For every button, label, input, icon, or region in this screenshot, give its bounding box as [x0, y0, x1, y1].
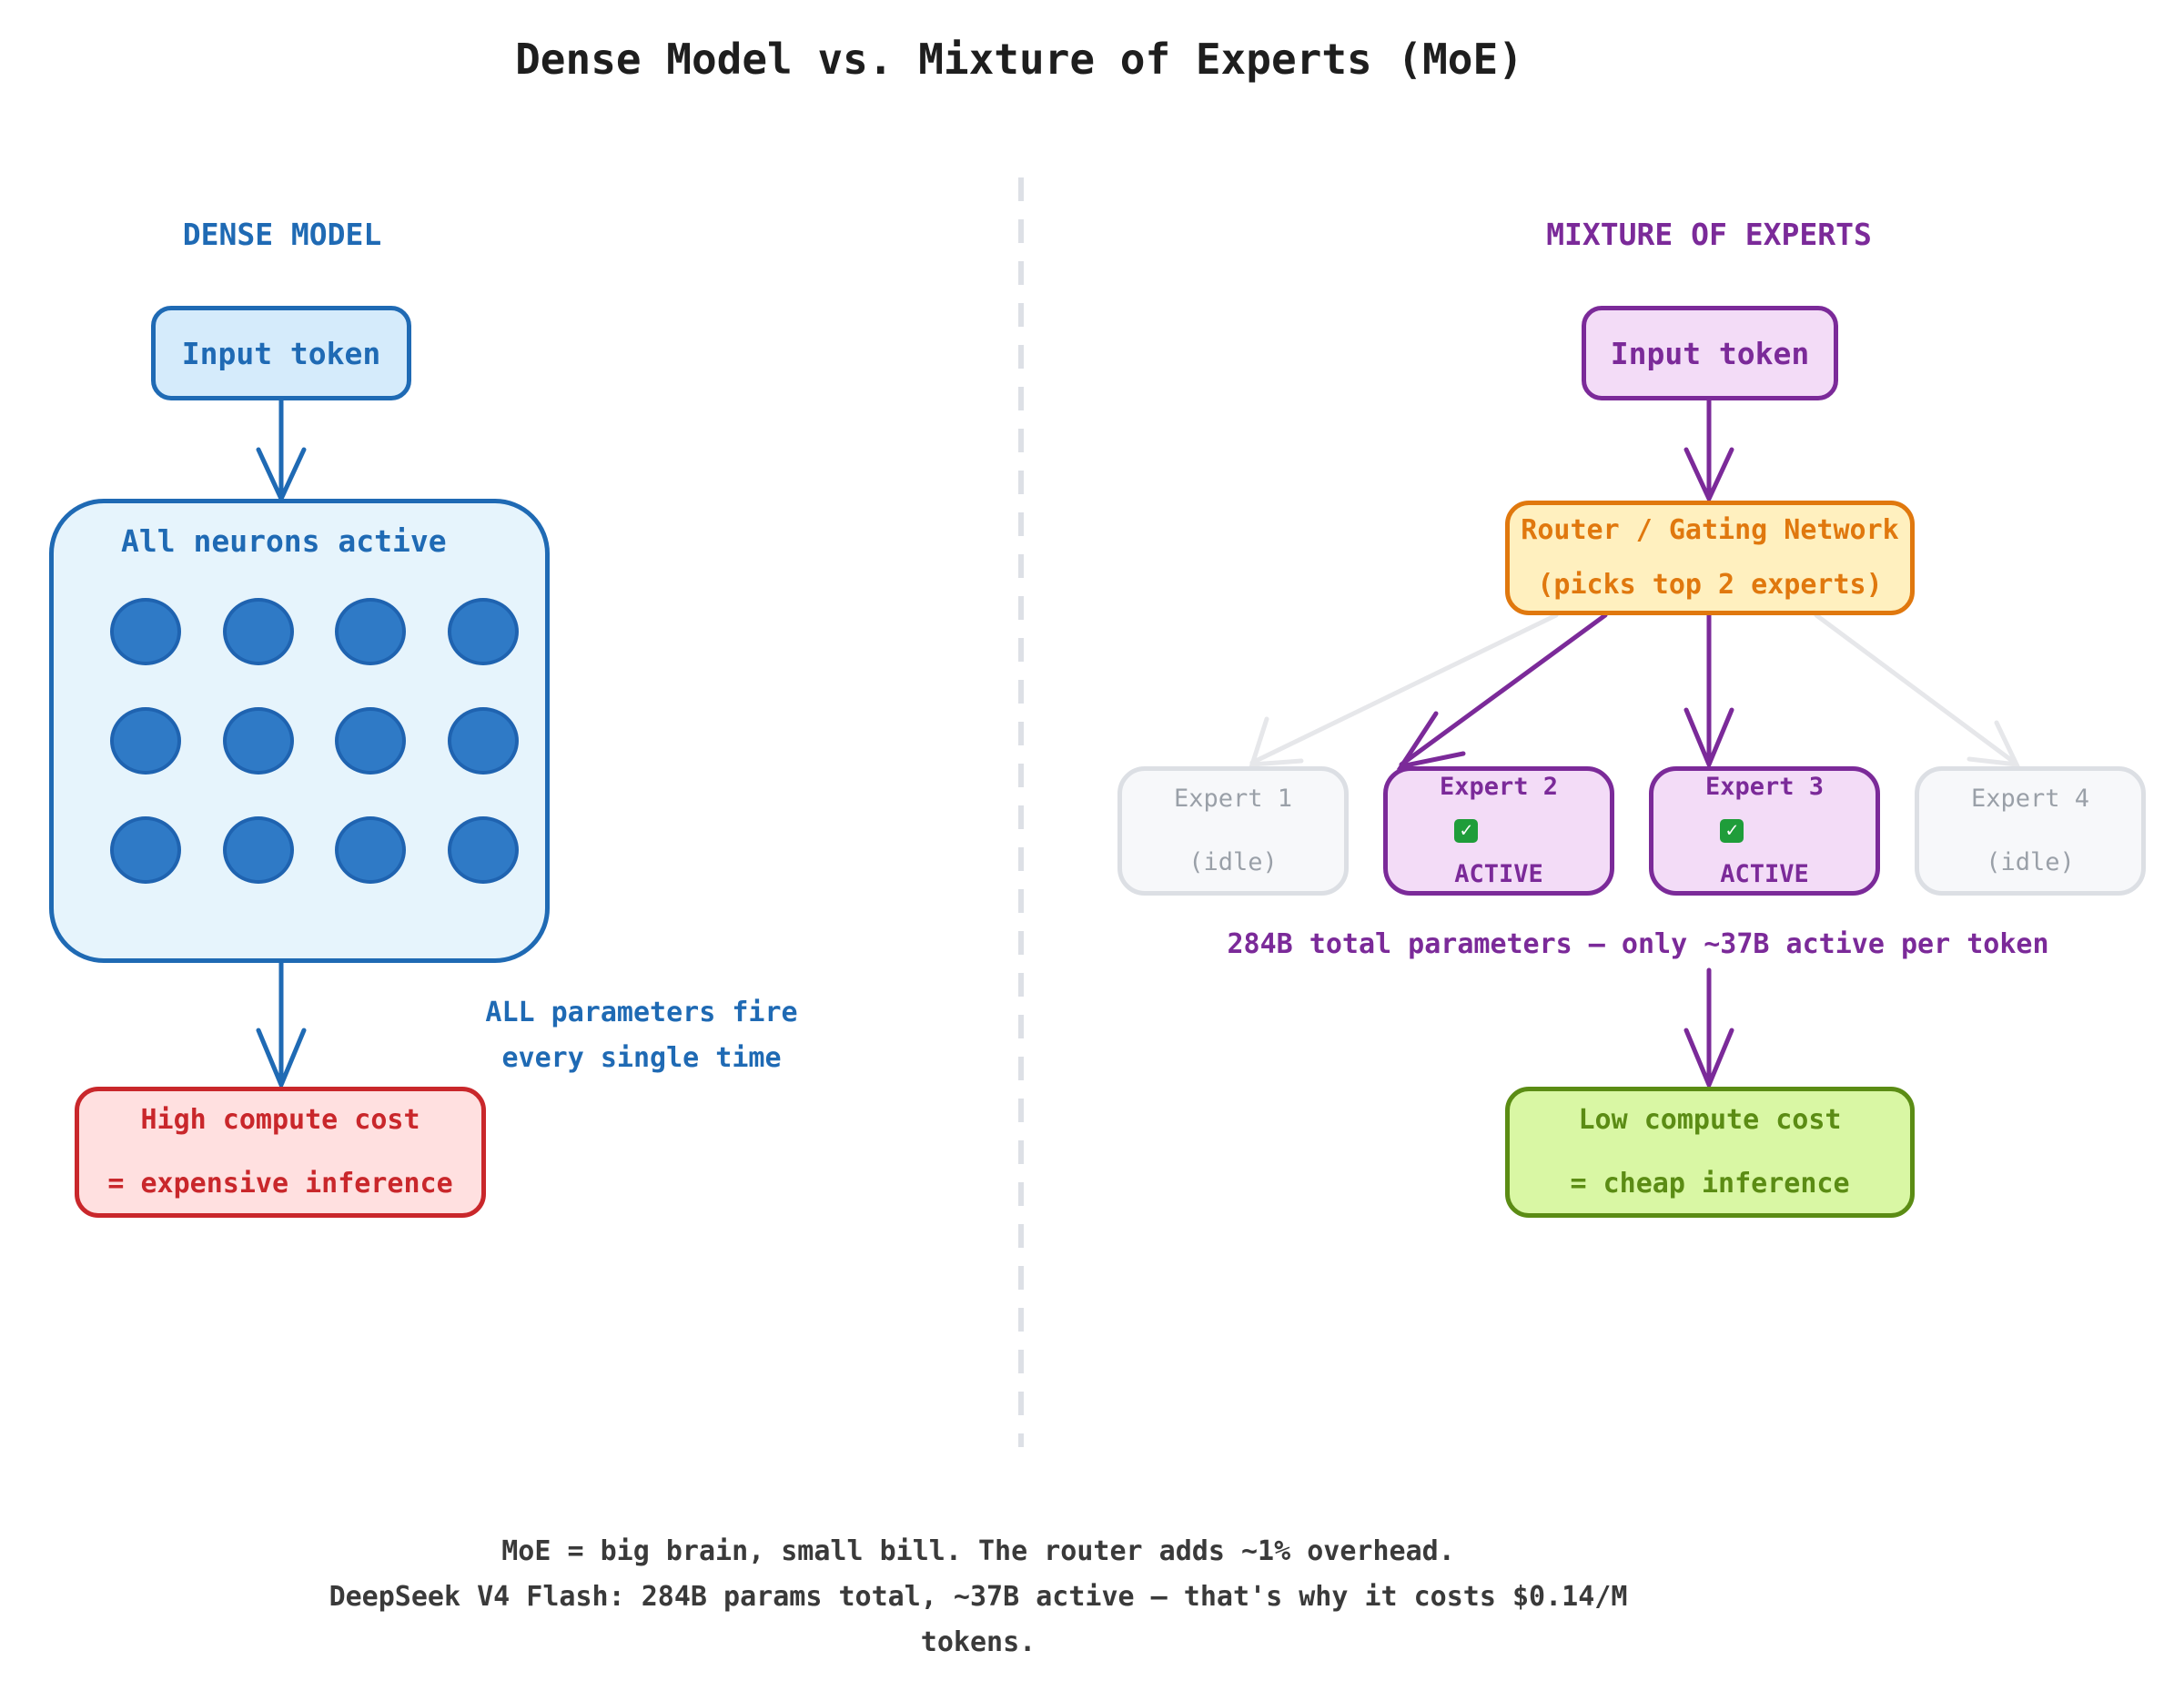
expert-4-name: Expert 4 — [1970, 785, 2090, 813]
dense-layer-label: All neurons active — [121, 523, 447, 559]
router-line-2: (picks top 2 experts) — [1537, 569, 1883, 601]
footer-line-1: MoE = big brain, small bill. The router … — [501, 1535, 1455, 1567]
moe-input-token-label: Input token — [1610, 335, 1810, 371]
arrow-router-to-expert-4 — [1814, 613, 2021, 768]
neuron — [335, 707, 406, 775]
neuron — [335, 816, 406, 884]
neuron — [448, 598, 519, 665]
dense-input-token-box: Input token — [151, 306, 411, 400]
neuron — [110, 707, 181, 775]
expert-3-status-row: ✓ ACTIVE — [1720, 819, 1809, 906]
expert-4-box: Expert 4 (idle) — [1915, 766, 2146, 896]
expert-1-name: Expert 1 — [1173, 785, 1293, 813]
arrow-router-to-expert-1 — [1249, 613, 1559, 767]
neuron — [335, 598, 406, 665]
arrow-moe-to-cost — [1684, 967, 1734, 1091]
router-line-1: Router / Gating Network — [1521, 514, 1899, 546]
check-mark-icon: ✓ — [1720, 819, 1744, 843]
footer-line-2: DeepSeek V4 Flash: 284B params total, ~3… — [329, 1581, 1628, 1613]
arrow-router-to-expert-3 — [1684, 613, 1734, 771]
arrow-dense-input-to-layer — [256, 398, 307, 504]
dense-parameters-note: ALL parameters fire every single time — [455, 990, 828, 1081]
dense-neuron-layer: All neurons active — [49, 499, 550, 963]
footer-line-3: tokens. — [920, 1626, 1036, 1658]
check-mark-icon: ✓ — [1454, 819, 1479, 843]
neuron — [110, 816, 181, 884]
expert-1-status: (idle) — [1188, 848, 1278, 876]
expert-3-name: Expert 3 — [1704, 773, 1825, 801]
expert-3-status: ACTIVE — [1720, 860, 1809, 888]
neuron — [448, 707, 519, 775]
dense-cost-line-2: = expensive inference — [107, 1168, 453, 1200]
expert-4-status: (idle) — [1986, 848, 2075, 876]
footer-caption: MoE = big brain, small bill. The router … — [0, 1529, 1956, 1666]
expert-2-status-row: ✓ ACTIVE — [1454, 819, 1543, 906]
expert-3-box: Expert 3 ✓ ACTIVE — [1649, 766, 1880, 896]
arrow-router-to-expert-2 — [1396, 613, 1608, 770]
dense-note-line-2: every single time — [501, 1042, 782, 1074]
moe-cost-line-2: = cheap inference — [1570, 1168, 1850, 1200]
diagram-title: Dense Model vs. Mixture of Experts (MoE) — [515, 35, 1523, 84]
moe-input-token-box: Input token — [1582, 306, 1838, 400]
dense-heading: DENSE MODEL — [182, 217, 382, 252]
neuron — [110, 598, 181, 665]
moe-heading: MIXTURE OF EXPERTS — [1546, 217, 1872, 252]
moe-cost-box: Low compute cost = cheap inference — [1505, 1087, 1915, 1218]
dense-cost-box: High compute cost = expensive inference — [75, 1087, 486, 1218]
dense-cost-line-1: High compute cost — [140, 1104, 420, 1136]
moe-parameters-note: 284B total parameters — only ~37B active… — [1227, 928, 2049, 960]
dense-note-line-1: ALL parameters fire — [485, 997, 798, 1028]
neuron — [223, 816, 294, 884]
neuron — [448, 816, 519, 884]
arrow-moe-input-to-router — [1684, 398, 1734, 504]
expert-2-status: ACTIVE — [1454, 860, 1543, 888]
neuron — [223, 598, 294, 665]
expert-2-name: Expert 2 — [1439, 773, 1559, 801]
dense-input-token-label: Input token — [181, 335, 381, 371]
router-gating-network-box: Router / Gating Network (picks top 2 exp… — [1505, 501, 1915, 615]
expert-1-box: Expert 1 (idle) — [1117, 766, 1349, 896]
arrow-dense-layer-to-cost — [256, 960, 307, 1091]
moe-cost-line-1: Low compute cost — [1578, 1104, 1842, 1136]
expert-2-box: Expert 2 ✓ ACTIVE — [1383, 766, 1614, 896]
neuron — [223, 707, 294, 775]
